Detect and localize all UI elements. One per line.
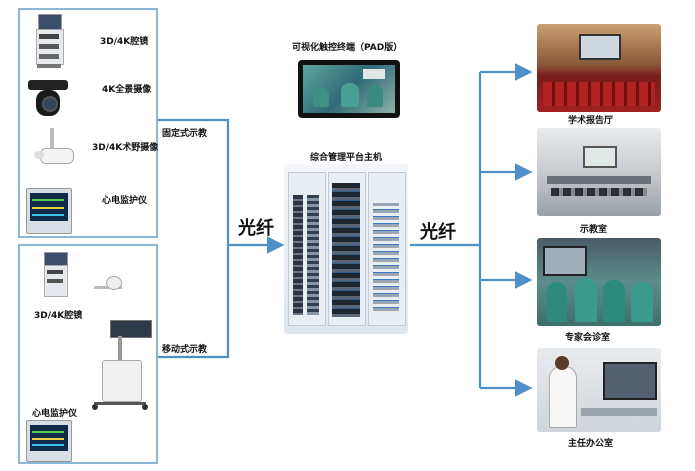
dest-label-lecture-hall: 学术报告厅 — [568, 116, 614, 126]
endoscope-tower-image — [34, 14, 64, 70]
mobile-group-box: 3D/4K腔镜 心电监护仪 — [18, 244, 158, 464]
consultation-room-image — [537, 238, 661, 326]
dest-label-teaching-room: 示教室 — [580, 225, 608, 235]
lecture-hall-image — [537, 24, 661, 112]
dest-label-director-office: 主任办公室 — [568, 439, 614, 449]
mobile-cart-image — [88, 276, 154, 416]
device-label-ecg-monitor: 心电监护仪 — [102, 196, 148, 206]
fiber-label-left: 光纤 — [238, 218, 274, 239]
mobile-teaching-label: 移动式示教 — [162, 345, 208, 355]
ecg-monitor-image — [26, 188, 72, 234]
panoramic-camera-image — [28, 80, 68, 120]
dest-label-consultation-room: 专家会诊室 — [565, 333, 611, 343]
fixed-bus-line — [158, 118, 230, 245]
mobile-endoscope-image — [42, 252, 68, 300]
device-label-field-camera: 3D/4K术野摄像 — [92, 143, 159, 153]
device-label-endoscope: 3D/4K腔镜 — [100, 37, 149, 47]
fixed-teaching-label: 固定式示教 — [162, 129, 208, 139]
host-server-image — [284, 164, 408, 334]
mobile-label-endoscope: 3D/4K腔镜 — [34, 311, 83, 321]
field-camera-image — [34, 128, 74, 176]
teaching-room-image — [537, 128, 661, 216]
director-office-image — [537, 348, 661, 432]
mobile-ecg-monitor-image — [26, 420, 72, 462]
device-label-panoramic-camera: 4K全景摄像 — [102, 85, 152, 95]
mobile-bus-line — [158, 245, 230, 359]
fiber-label-right: 光纤 — [420, 222, 456, 243]
pad-terminal-image — [298, 60, 400, 118]
host-label: 综合管理平台主机 — [310, 153, 383, 163]
fixed-group-box: 3D/4K腔镜 4K全景摄像 3D/4K术野摄像 心电监护仪 — [18, 8, 158, 238]
mobile-label-ecg-monitor: 心电监护仪 — [32, 409, 78, 419]
pad-terminal-label: 可视化触控终端（PAD版） — [292, 43, 403, 53]
